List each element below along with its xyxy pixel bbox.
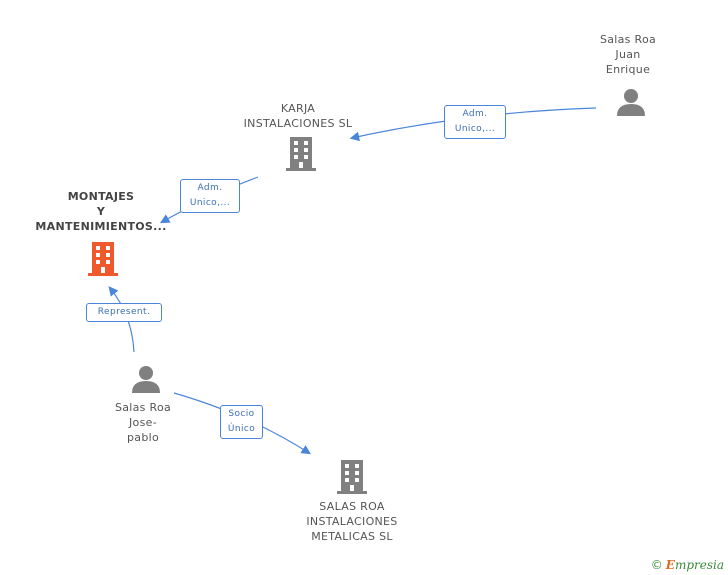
node-label: Salas Roa Jose- pablo: [114, 401, 172, 444]
node-karja-instalaciones[interactable]: KARJA INSTALACIONES SL: [238, 101, 358, 131]
brand-initial: E: [665, 558, 675, 572]
node-salas-roa-instalaciones-metalicas[interactable]: SALAS ROA INSTALACIONES METALICAS SL: [292, 499, 412, 544]
brand-name: mpresia: [674, 558, 724, 572]
person-icon: [132, 366, 160, 393]
node-label: Salas Roa Juan Enrique: [599, 33, 657, 76]
empresia-logo: ©Empresia: [651, 558, 724, 572]
copyright-symbol: ©: [650, 558, 663, 572]
edge-label-adm-unico[interactable]: Adm. Unico,...: [444, 105, 506, 139]
node-salas-roa-juan-enrique[interactable]: Salas Roa Juan Enrique: [588, 32, 668, 77]
node-label: MONTAJES Y MANTENIMIENTOS...: [35, 190, 167, 233]
node-label: KARJA INSTALACIONES SL: [243, 102, 353, 130]
edge-label-represent[interactable]: Represent.: [86, 303, 162, 322]
edge-label-socio-unico[interactable]: Socio Único: [220, 405, 263, 439]
person-icon: [617, 89, 645, 116]
building-icon: [337, 460, 367, 494]
building-icon: [286, 137, 316, 171]
edge-label-adm-unico[interactable]: Adm. Unico,...: [180, 179, 240, 213]
building-main-icon: [88, 242, 118, 276]
node-montajes-mantenimientos[interactable]: MONTAJES Y MANTENIMIENTOS...: [34, 189, 168, 234]
node-salas-roa-jose-pablo[interactable]: Salas Roa Jose- pablo: [103, 400, 183, 445]
node-label: SALAS ROA INSTALACIONES METALICAS SL: [306, 500, 398, 543]
